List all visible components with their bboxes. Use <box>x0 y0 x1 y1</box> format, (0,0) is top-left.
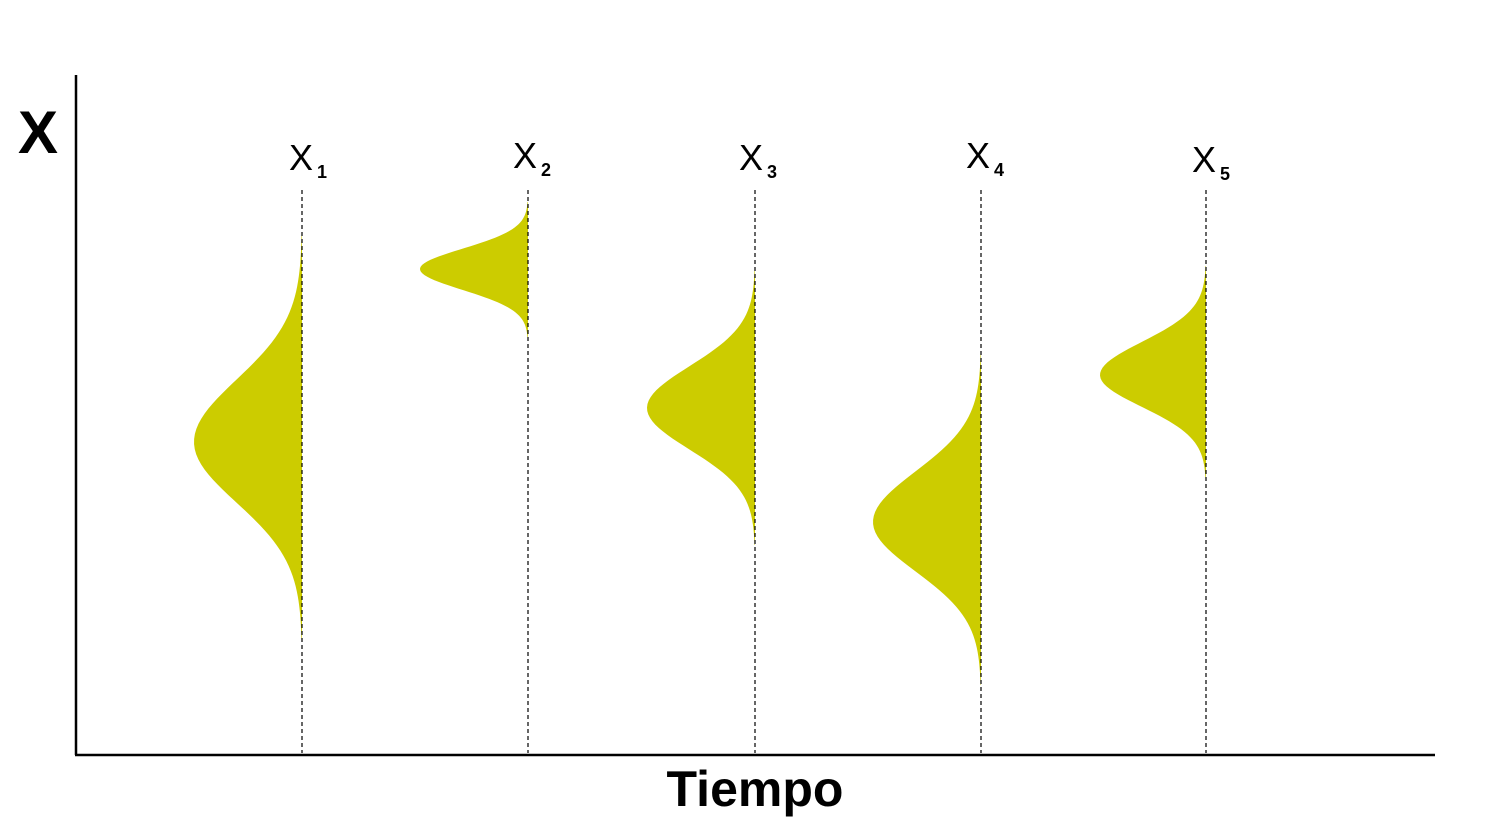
variable-label-2-base: X <box>513 135 537 176</box>
distribution-shape-5 <box>1100 266 1206 480</box>
x-axis-label: Tiempo <box>667 761 844 817</box>
variable-label-5-base: X <box>1192 139 1216 180</box>
y-axis-label: X <box>18 99 58 166</box>
distribution-shape-3 <box>647 270 755 545</box>
distribution-shape-2 <box>420 202 528 338</box>
variable-label-2-sub: 2 <box>541 160 551 180</box>
variable-label-1-base: X <box>289 137 313 178</box>
distribution-shape-4 <box>873 355 981 685</box>
variable-label-1-sub: 1 <box>317 162 327 182</box>
variable-label-3-base: X <box>739 137 763 178</box>
variable-label-4-sub: 4 <box>994 160 1004 180</box>
variable-label-4-base: X <box>966 135 990 176</box>
variable-label-5-sub: 5 <box>1220 164 1230 184</box>
distribution-shape-1 <box>194 236 302 642</box>
variable-label-3-sub: 3 <box>767 162 777 182</box>
